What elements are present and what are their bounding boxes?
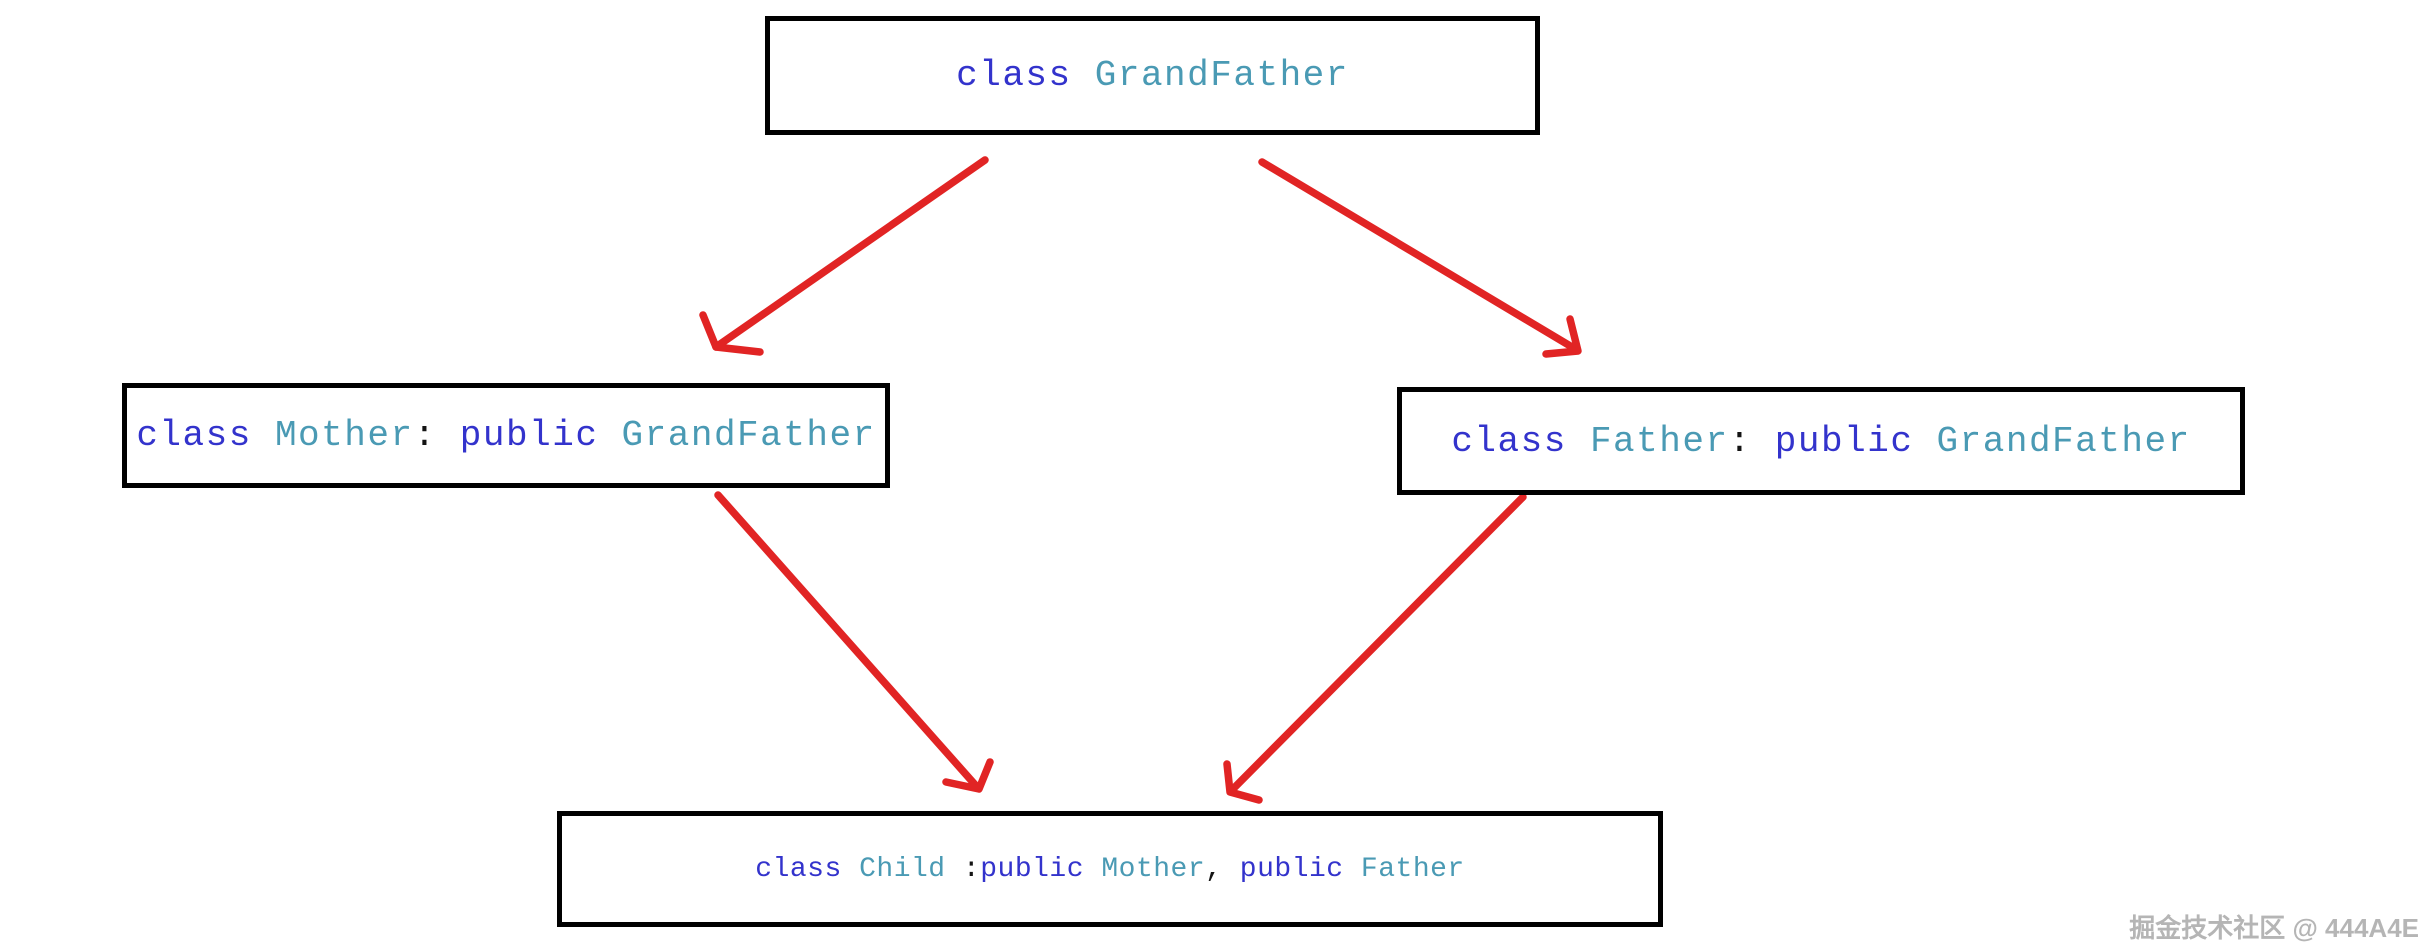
inheritance-arrow-father-to-child [1223, 493, 1527, 804]
code-token-keyword: public [459, 415, 622, 456]
code-token-keyword: class [1451, 420, 1590, 462]
watermark: 掘金技术社区 @ 444A4E [2129, 913, 2419, 943]
class-box-father: class Father: public GrandFather [1397, 387, 2245, 495]
code-token-type: Child [859, 853, 946, 885]
code-token-keyword: class [755, 853, 860, 885]
code-token-type: Father [1360, 853, 1465, 885]
code-line-grandfather: class GrandFather [956, 55, 1349, 96]
code-token-type: Father [1589, 420, 1729, 462]
inheritance-arrow-grandfather-to-father [1258, 158, 1582, 358]
inheritance-arrow-grandfather-to-mother [699, 156, 989, 356]
code-token-punct: : [945, 853, 981, 885]
code-token-keyword: class [136, 415, 275, 456]
code-token-type: GrandFather [621, 415, 876, 456]
class-box-child: class Child :public Mother, public Fathe… [557, 811, 1663, 927]
code-token-keyword: public [1774, 420, 1937, 462]
code-token-type: GrandFather [1094, 55, 1349, 96]
code-token-punct: : [413, 415, 460, 456]
code-line-mother: class Mother: public GrandFather [136, 415, 875, 456]
code-token-punct: , [1205, 853, 1240, 885]
code-token-punct: : [1728, 420, 1775, 462]
code-token-keyword: public [1239, 853, 1361, 885]
code-token-type: Mother [274, 415, 414, 456]
code-token-keyword: class [956, 55, 1095, 96]
code-token-type: Mother [1101, 853, 1206, 885]
inheritance-arrow-mother-to-child [714, 491, 994, 793]
class-box-grandfather: class GrandFather [765, 16, 1540, 135]
class-box-mother: class Mother: public GrandFather [122, 383, 890, 488]
code-token-type: GrandFather [1936, 420, 2191, 462]
code-line-child: class Child :public Mother, public Fathe… [755, 854, 1464, 885]
code-line-father: class Father: public GrandFather [1451, 421, 2190, 462]
code-token-keyword: public [980, 853, 1102, 885]
